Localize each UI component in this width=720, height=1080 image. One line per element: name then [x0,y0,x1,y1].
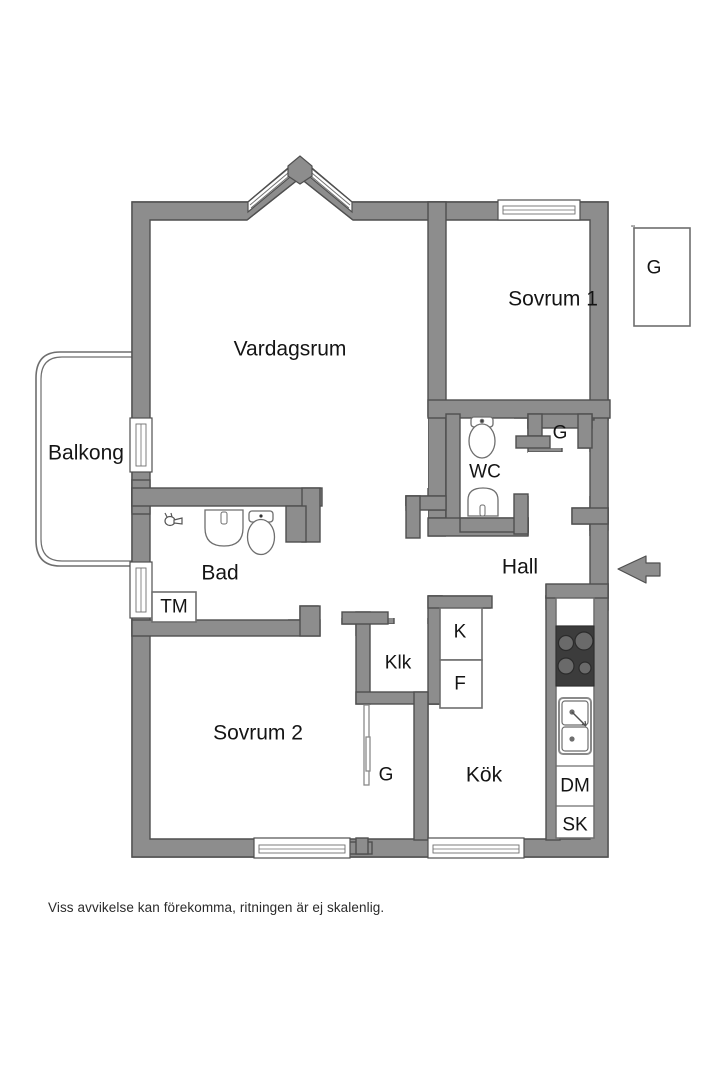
cooktop-icon [555,625,595,687]
balcony-door-lower [129,561,153,619]
bad-fixtures [164,509,276,556]
washbasin-bad-icon [204,509,244,547]
window-kok [427,837,525,859]
kitchen-sink-icon [558,697,592,755]
washbasin-wc-icon [467,487,499,517]
windows [129,199,581,859]
toilet-wc-icon [468,416,496,459]
bay-window [247,155,353,214]
sliding-door-lines [363,704,371,786]
tm-cabinet [151,591,197,623]
balcony-outline [35,351,132,567]
shower-mixer-icon [164,512,183,527]
kitchen-counter [555,597,595,839]
kf-cabinets [439,607,483,709]
balcony-door-upper [129,417,153,473]
toilet-bad-icon [246,510,276,556]
wall-structure-overlay [131,157,611,858]
window-sovrum-2 [253,837,351,859]
disclaimer-text: Viss avvikelse kan förekomma, ritningen … [48,900,385,915]
entrance-direction-arrow [617,555,661,584]
window-sovrum-1 [497,199,581,221]
closetdraw [633,227,691,327]
wc-fixtures [467,416,499,517]
